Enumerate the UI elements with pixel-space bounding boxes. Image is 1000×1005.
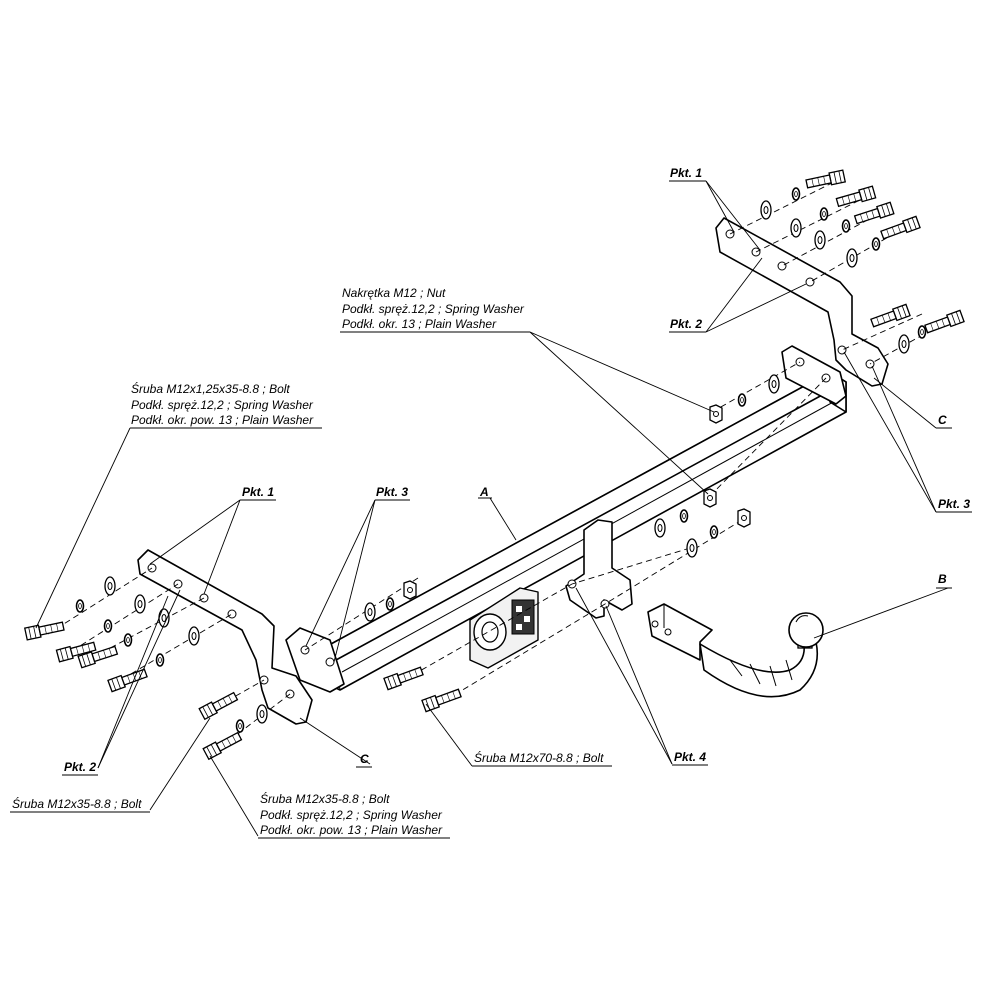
label-pkt4: Pkt. 4 (672, 750, 708, 766)
label-bolt-m12x35-left: Śruba M12x35-8.8 ; Bolt (10, 796, 150, 813)
svg-text:Podkł. okr. 13 ; Plain Washer: Podkł. okr. 13 ; Plain Washer (342, 317, 497, 331)
svg-text:Podkł. okr. pow. 13 ; Plain Wa: Podkł. okr. pow. 13 ; Plain Washer (131, 413, 314, 427)
center-hanger-bracket (565, 519, 633, 619)
svg-text:Pkt. 3: Pkt. 3 (938, 497, 970, 511)
label-bolt-m12x70: Śruba M12x70-8.8 ; Bolt (472, 750, 612, 767)
label-bolt-left-group: Śruba M12x1,25x35-8.8 ; Bolt Podkł. sprę… (130, 381, 322, 429)
svg-text:B: B (938, 572, 947, 586)
label-pkt2-right: Pkt. 2 (669, 317, 706, 333)
svg-text:Śruba M12x1,25x35-8.8 ; Bolt: Śruba M12x1,25x35-8.8 ; Bolt (131, 381, 290, 396)
svg-text:C: C (938, 413, 947, 427)
svg-text:Nakrętka M12 ; Nut: Nakrętka M12 ; Nut (342, 286, 446, 300)
assembly-lines (47, 177, 951, 747)
svg-text:Pkt. 4: Pkt. 4 (674, 750, 706, 764)
crossbar-a (285, 345, 847, 693)
svg-text:Pkt. 1: Pkt. 1 (670, 166, 702, 180)
svg-text:Podkł. spręż.12,2 ; Spring Was: Podkł. spręż.12,2 ; Spring Washer (131, 398, 314, 412)
svg-text:Śruba M12x35-8.8 ; Bolt: Śruba M12x35-8.8 ; Bolt (12, 796, 142, 811)
svg-text:Podkł. okr. pow. 13 ; Plain Wa: Podkł. okr. pow. 13 ; Plain Washer (260, 823, 443, 837)
ball-hook-b (647, 603, 824, 698)
svg-text:Podkł. spręż.12,2 ; Spring Was: Podkł. spręż.12,2 ; Spring Washer (260, 808, 443, 822)
label-pkt2-left: Pkt. 2 (62, 760, 98, 776)
svg-text:Pkt. 3: Pkt. 3 (376, 485, 408, 499)
svg-text:A: A (479, 485, 489, 499)
label-c-left: C (356, 752, 372, 768)
label-nut-group: Nakrętka M12 ; Nut Podkł. spręż.12,2 ; S… (340, 286, 530, 333)
label-pkt3-right: Pkt. 3 (936, 497, 972, 513)
svg-text:Śruba M12x35-8.8 ; Bolt: Śruba M12x35-8.8 ; Bolt (260, 791, 390, 806)
label-part-a: A (478, 485, 492, 499)
label-pkt3-left: Pkt. 3 (375, 485, 410, 501)
label-bolt-m12x35-group: Śruba M12x35-8.8 ; Bolt Podkł. spręż.12,… (258, 791, 450, 839)
svg-text:Pkt. 2: Pkt. 2 (670, 317, 702, 331)
socket-plate (469, 587, 539, 669)
svg-text:Podkł. spręż.12,2 ; Spring Was: Podkł. spręż.12,2 ; Spring Washer (342, 302, 525, 316)
label-pkt1-left: Pkt. 1 (240, 485, 276, 501)
label-pkt1-right: Pkt. 1 (669, 166, 706, 182)
svg-text:Śruba M12x70-8.8 ; Bolt: Śruba M12x70-8.8 ; Bolt (474, 750, 604, 765)
label-c-right: C (936, 413, 952, 429)
label-part-b: B (936, 572, 952, 589)
svg-text:C: C (360, 752, 369, 766)
leader-lines (35, 180, 949, 837)
svg-text:Pkt. 2: Pkt. 2 (64, 760, 96, 774)
svg-text:Pkt. 1: Pkt. 1 (242, 485, 274, 499)
